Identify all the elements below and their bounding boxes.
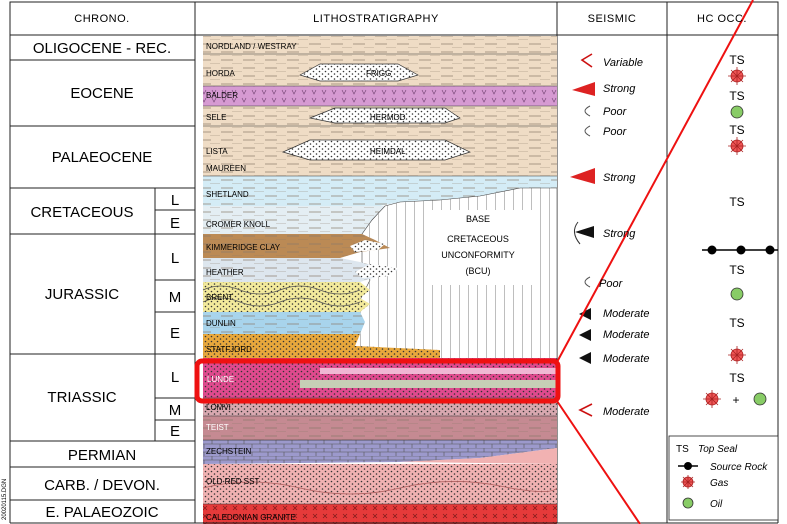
chrono-jurassic: JURASSIC	[45, 286, 119, 303]
sub-jur-m: M	[169, 289, 182, 306]
unit-kimmeridge: KIMMERIDGE CLAY	[206, 243, 281, 252]
seismic-moderate-2: Moderate	[603, 329, 649, 341]
seismic-moderate-4: Moderate	[603, 406, 649, 418]
seismic-strong-1: Strong	[603, 83, 636, 95]
bcu-line-4: (BCU)	[466, 266, 491, 276]
seismic-moderate-icon	[579, 352, 591, 364]
seismic-poor-2: Poor	[603, 126, 628, 138]
header-hc: HC OCC.	[697, 13, 747, 25]
sub-cret-e: E	[170, 215, 180, 232]
header-chrono: CHRONO.	[74, 13, 129, 25]
hc-ts-2: TS	[729, 89, 744, 103]
unit-maureen: MAUREEN	[206, 164, 246, 173]
hc-ts-1: TS	[729, 53, 744, 67]
gas-icon	[703, 390, 721, 408]
unit-frigg: FRIGG	[366, 69, 391, 78]
seismic-poor-icon	[585, 126, 590, 136]
unit-nordland: NORDLAND / WESTRAY	[206, 42, 297, 51]
unit-lunde: LUNDE	[207, 375, 234, 384]
gas-icon	[728, 67, 746, 85]
hc-ts-5: TS	[729, 263, 744, 277]
side-label: 20020115.DGN	[2, 479, 8, 520]
sub-tri-e: E	[170, 423, 180, 440]
seismic-variable-icon	[582, 54, 592, 67]
seismic-moderate-icon	[579, 329, 591, 341]
chrono-palaeocene: PALAEOCENE	[52, 149, 153, 166]
sub-cret-l: L	[171, 192, 179, 209]
sub-tri-m: M	[169, 402, 182, 419]
unit-shetland: SHETLAND	[206, 190, 249, 199]
legend-source-rock: Source Rock	[710, 462, 768, 473]
chrono-carb-devon: CARB. / DEVON.	[44, 477, 160, 494]
unit-horda: HORDA	[206, 69, 236, 78]
legend-oil-icon	[683, 498, 693, 508]
seismic-poor-1: Poor	[603, 106, 628, 118]
seismic-strong-2: Strong	[603, 172, 636, 184]
unit-cromer-knoll: CROMER KNOLL	[206, 220, 271, 229]
chrono-e-palaeozoic: E. PALAEOZOIC	[45, 504, 158, 521]
gas-icon	[728, 137, 746, 155]
hc-ts-7: TS	[729, 371, 744, 385]
header-seismic: SEISMIC	[588, 13, 637, 25]
seismic-strong-icon	[570, 168, 595, 184]
unit-heimdal: HEIMDAL	[370, 147, 406, 156]
chrono-oligocene: OLIGOCENE - REC.	[33, 40, 171, 57]
gas-icon	[728, 346, 746, 364]
hc-ts-4: TS	[729, 195, 744, 209]
legend-gas: Gas	[710, 478, 728, 489]
unit-caledonian: CALEDONIAN GRANITE	[206, 513, 296, 522]
bcu-line-3: UNCONFORMITY	[441, 250, 515, 260]
seismic-moderate-1: Moderate	[603, 308, 649, 320]
seismic-labels: Variable Strong Poor Poor Strong Strong …	[599, 57, 649, 418]
seismic-moderate-3: Moderate	[603, 353, 649, 365]
unit-balder: BALDER	[206, 91, 238, 100]
seismic-poor-icon	[585, 277, 590, 287]
legend-ts: TS	[676, 444, 689, 455]
unit-zechstein: ZECHSTEIN	[206, 447, 252, 456]
unit-old-red: OLD RED SST	[206, 477, 259, 486]
oil-icon	[754, 393, 766, 405]
hc-plus: +	[732, 393, 739, 407]
chrono-triassic: TRIASSIC	[47, 389, 116, 406]
legend-gas-icon	[681, 475, 695, 489]
hc-symbols	[702, 67, 778, 408]
legend-oil: Oil	[710, 499, 723, 510]
seismic-strong-3: Strong	[603, 228, 636, 240]
unit-heather: HEATHER	[206, 268, 244, 277]
chrono-permian: PERMIAN	[68, 447, 136, 464]
unit-brent: BRENT	[206, 293, 233, 302]
unit-lista: LISTA	[206, 147, 228, 156]
header-litho: LITHOSTRATIGRAPHY	[313, 13, 439, 25]
source-rock-icon	[702, 246, 778, 255]
sub-jur-l: L	[171, 250, 179, 267]
unit-statfjord: STATFJORD	[206, 345, 252, 354]
sub-jur-e: E	[170, 325, 180, 342]
seismic-moderate-red-icon	[580, 404, 592, 416]
chrono-cretaceous: CRETACEOUS	[30, 204, 133, 221]
seismic-strong-black-icon	[575, 226, 594, 238]
unit-dunlin: DUNLIN	[206, 319, 236, 328]
seismic-symbols	[570, 54, 595, 416]
hc-ts-6: TS	[729, 316, 744, 330]
unit-hermod: HERMOD	[370, 113, 406, 122]
legend-source-rock-icon	[684, 462, 692, 470]
hc-ts-3: TS	[729, 123, 744, 137]
seismic-poor-3: Poor	[599, 278, 624, 290]
bcu-line-1: BASE	[466, 214, 490, 224]
unit-sele: SELE	[206, 113, 226, 122]
unit-teist: TEIST	[206, 423, 229, 432]
oil-icon	[731, 106, 743, 118]
highlight-line-lower	[557, 401, 640, 524]
legend-top-seal: Top Seal	[698, 444, 738, 455]
chrono-eocene: EOCENE	[70, 85, 133, 102]
bcu-line-2: CRETACEOUS	[447, 234, 509, 244]
sub-tri-l: L	[171, 369, 179, 386]
seismic-strong-icon	[572, 82, 595, 96]
oil-icon	[731, 288, 743, 300]
seismic-variable: Variable	[603, 57, 643, 69]
litho-column	[203, 36, 557, 524]
unit-lomvi: LOMVI	[206, 403, 231, 412]
seismic-poor-icon	[585, 106, 590, 116]
